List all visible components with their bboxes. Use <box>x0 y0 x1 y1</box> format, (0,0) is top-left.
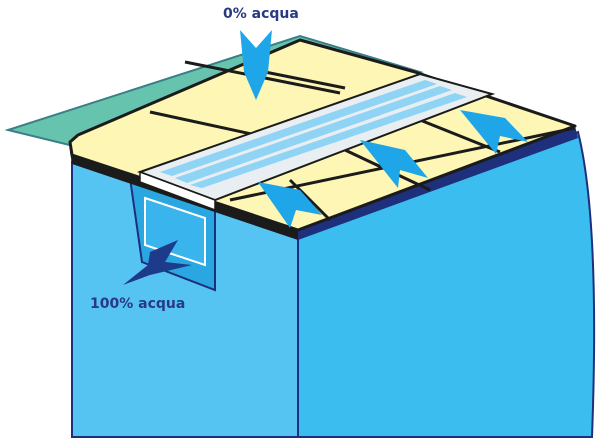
top-water-label: 0% acqua <box>223 6 299 22</box>
edge-dark-right <box>298 126 578 240</box>
arrow-up-right-icon <box>360 140 428 188</box>
bottom-water-label: 100% acqua <box>90 296 186 312</box>
arrow-down-icon <box>240 30 272 100</box>
arrow-up-right-icon <box>258 182 322 228</box>
arrow-down-left-icon <box>123 240 192 285</box>
grate-front-edge <box>139 170 216 212</box>
arrow-up-right-icon <box>460 110 528 154</box>
grate-slots <box>160 80 467 188</box>
